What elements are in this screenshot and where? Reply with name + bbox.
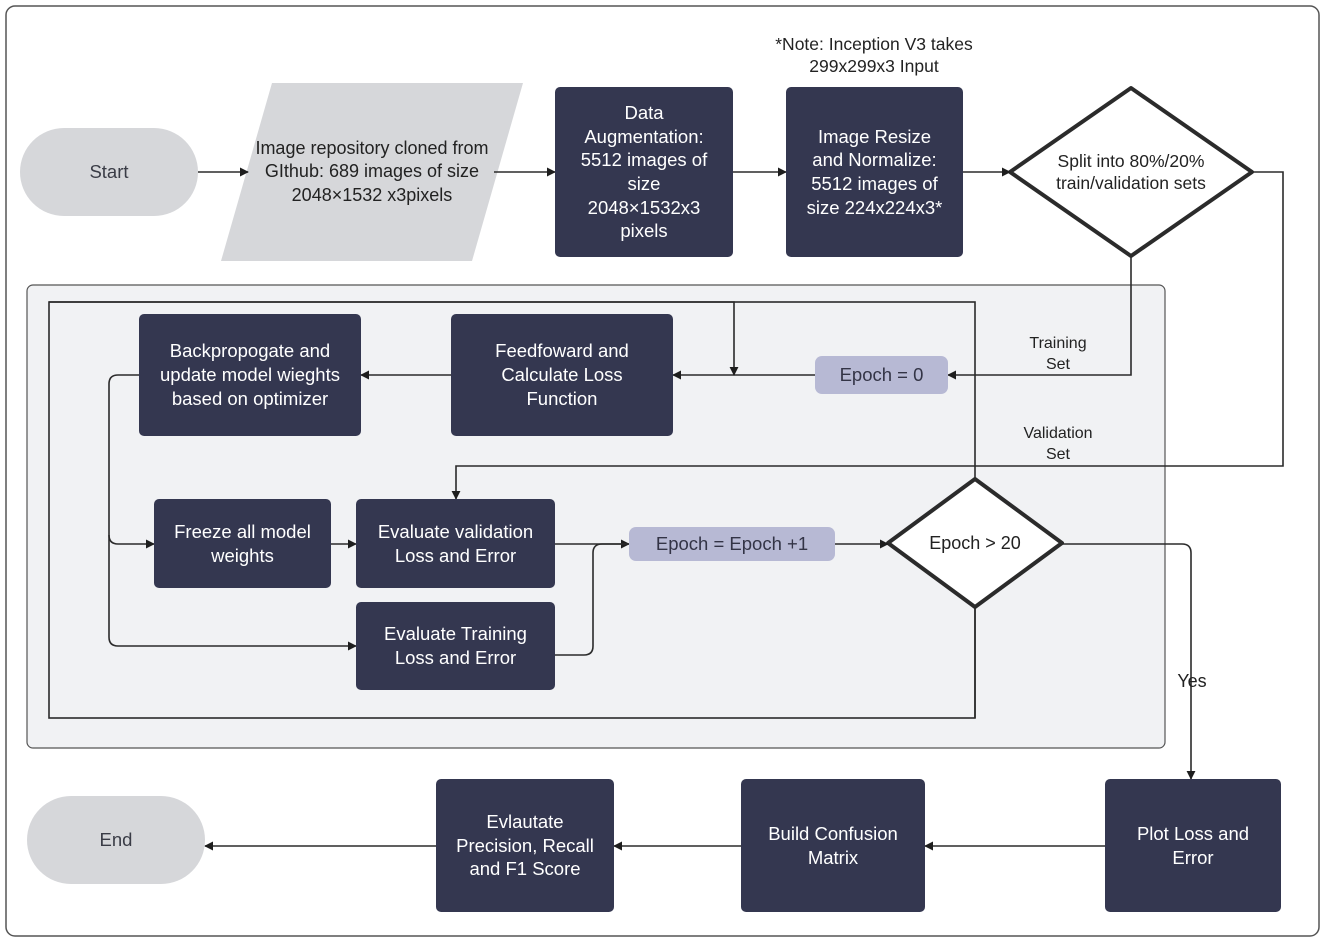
training-set-arrow xyxy=(947,256,1132,380)
epoch-zero-step: Epoch = 0 xyxy=(815,356,948,394)
repository-input: Image repository cloned from GIthub: 689… xyxy=(255,138,489,205)
validation-set-label: Validation Set xyxy=(1023,425,1093,463)
check-yes-arrow xyxy=(1062,543,1196,780)
end-terminal: End xyxy=(27,796,205,884)
validation-set-arrow xyxy=(451,171,1284,500)
loop-return-arrow xyxy=(49,301,739,376)
epoch-increment-step: Epoch = Epoch +1 xyxy=(629,527,835,561)
yes-label: Yes xyxy=(1177,671,1207,691)
inception-note: *Note: Inception V3 takes 299x299x3 Inpu… xyxy=(775,33,973,76)
eval-validation-process: Evaluate validation Loss and Error xyxy=(356,499,555,588)
training-set-label: Training Set xyxy=(1029,335,1087,373)
eval-training-to-increment-arrow xyxy=(555,543,629,656)
repository-shape xyxy=(221,83,523,261)
backprop-process: Backpropogate and update model wieghts b… xyxy=(139,314,361,436)
feedforward-process: Feedfoward and Calculate Loss Function xyxy=(451,314,673,436)
eval-training-process: Evaluate Training Loss and Error xyxy=(356,602,555,690)
metrics-process: Evlautate Precision, Recall and F1 Score xyxy=(436,779,614,912)
confusion-process: Build Confusion Matrix xyxy=(741,779,925,912)
epoch-check-decision: Epoch > 20 xyxy=(929,533,1021,554)
resize-process: Image Resize and Normalize: 5512 images … xyxy=(786,87,963,257)
start-terminal: Start xyxy=(20,128,198,216)
plot-process: Plot Loss and Error xyxy=(1105,779,1281,912)
augmentation-process: Data Augmentation: 5512 images of size 2… xyxy=(555,87,733,257)
freeze-process: Freeze all model weights xyxy=(154,499,331,588)
backprop-to-eval-training-arrow xyxy=(108,535,357,651)
backprop-to-freeze-arrow xyxy=(108,374,155,549)
split-decision: Split into 80%/20% train/validation sets xyxy=(1056,150,1206,193)
